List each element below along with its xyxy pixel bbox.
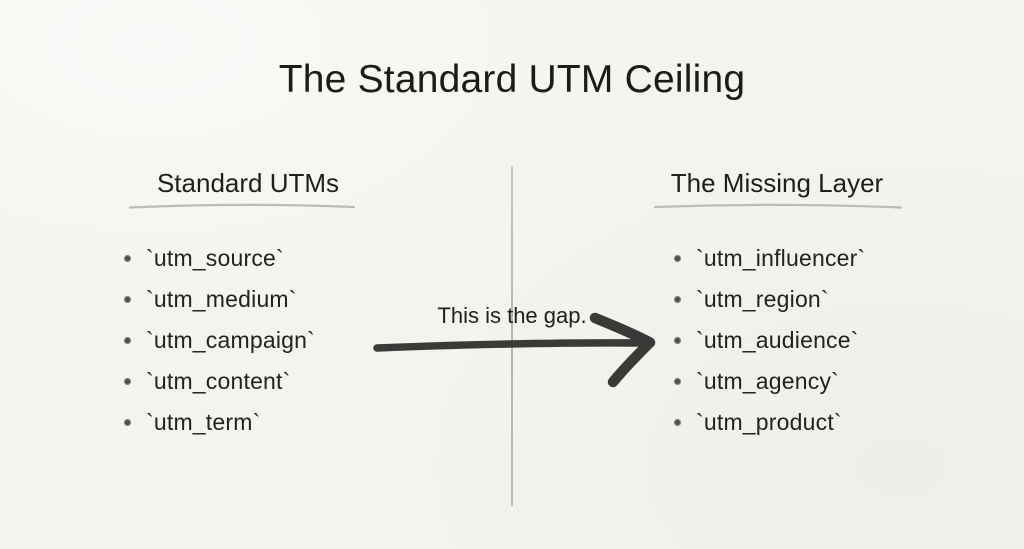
list-item-label: `utm_influencer` [696,245,866,271]
hand-drawn-underline [128,203,356,209]
list-item: `utm_content` [124,361,315,402]
column-heading-missing-layer: The Missing Layer [670,168,884,198]
list-item: `utm_term` [124,402,315,443]
list-item-label: `utm_product` [696,409,842,435]
column-standard-utms: Standard UTMs [88,168,408,209]
list-item: `utm_source` [124,238,315,279]
list-item: `utm_campaign` [124,320,315,361]
hand-drawn-underline [653,203,903,209]
list-item-label: `utm_source` [146,245,284,271]
list-item: `utm_influencer` [674,238,865,279]
standard-utms-list: `utm_source` `utm_medium` `utm_campaign`… [124,238,315,443]
list-item-label: `utm_content` [146,368,291,394]
list-item-label: `utm_audience` [696,327,859,353]
bullet-dot-icon [674,255,681,262]
diagram-title: The Standard UTM Ceiling [278,58,746,101]
missing-layer-list: `utm_influencer` `utm_region` `utm_audie… [674,238,865,443]
vertical-divider [511,166,513,506]
list-item-label: `utm_campaign` [146,327,315,353]
list-item: `utm_medium` [124,279,315,320]
bullet-dot-icon [674,296,681,303]
list-item: `utm_region` [674,279,865,320]
list-item-label: `utm_medium` [146,286,297,312]
right-arrow-icon [373,312,656,388]
list-item-label: `utm_term` [146,409,261,435]
bullet-dot-icon [124,255,131,262]
list-item: `utm_product` [674,402,865,443]
list-item: `utm_audience` [674,320,865,361]
list-item-label: `utm_agency` [696,368,840,394]
bullet-dot-icon [674,419,681,426]
column-missing-layer: The Missing Layer [617,168,937,209]
bullet-dot-icon [674,337,681,344]
list-item: `utm_agency` [674,361,865,402]
bullet-dot-icon [124,337,131,344]
list-item-label: `utm_region` [696,286,829,312]
bullet-dot-icon [124,378,131,385]
bullet-dot-icon [124,296,131,303]
bullet-dot-icon [674,378,681,385]
gap-label: This is the gap. [437,303,587,328]
bullet-dot-icon [124,419,131,426]
column-heading-standard-utms: Standard UTMs [156,168,340,198]
